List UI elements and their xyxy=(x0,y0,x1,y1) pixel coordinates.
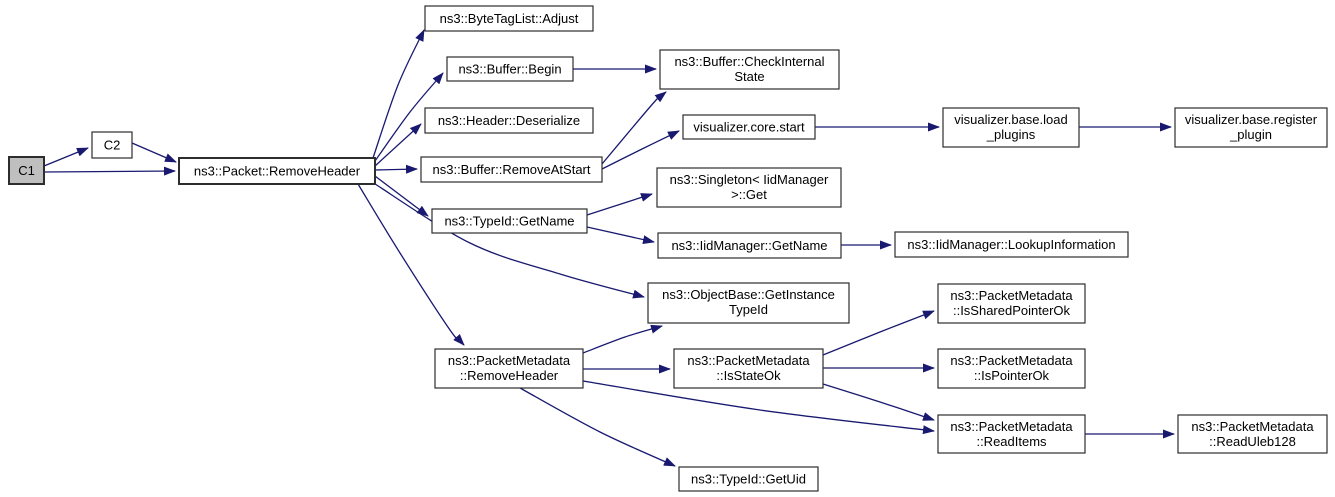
node-label-c2: C2 xyxy=(104,138,121,153)
node-label-issharedpointerok: ns3::PacketMetadata::IsSharedPointerOk xyxy=(950,288,1073,318)
edge-c1-to-c2 xyxy=(43,147,89,167)
node-label-begin: ns3::Buffer::Begin xyxy=(458,62,561,77)
node-label-c1: C1 xyxy=(18,163,35,178)
node-box-deserialize[interactable] xyxy=(424,107,594,134)
edge-rh-to-adjust xyxy=(372,29,425,159)
node-rh[interactable]: ns3::Packet::RemoveHeader xyxy=(178,157,376,185)
edge-isstateok-to-issharedpointerok xyxy=(822,310,935,356)
node-iidgetname[interactable]: ns3::IidManager::GetName xyxy=(657,232,842,259)
node-readuleb128[interactable]: ns3::PacketMetadata::ReadUleb128 xyxy=(1177,414,1328,454)
node-label-readuleb128: ns3::PacketMetadata::ReadUleb128 xyxy=(1191,419,1314,449)
node-box-corestart[interactable] xyxy=(682,114,816,140)
node-box-getinstancetypeid[interactable] xyxy=(647,282,850,324)
edge-c2-to-rh xyxy=(131,142,177,163)
edge-pmremoveheader-to-readitems xyxy=(582,380,935,435)
node-label-getname: ns3::TypeId::GetName xyxy=(444,214,574,229)
edge-rh-to-deserialize xyxy=(374,123,422,167)
node-box-issharedpointerok[interactable] xyxy=(937,283,1086,324)
node-box-adjust[interactable] xyxy=(424,5,594,32)
node-label-iidgetname: ns3::IidManager::GetName xyxy=(671,238,827,253)
node-readitems[interactable]: ns3::PacketMetadata::ReadItems xyxy=(937,414,1086,454)
node-box-checkinternalstate[interactable] xyxy=(659,49,840,90)
node-box-c1 xyxy=(8,156,45,185)
node-loadplugins[interactable]: visualizer.base.load_plugins xyxy=(942,107,1080,148)
node-label-readitems: ns3::PacketMetadata::ReadItems xyxy=(950,419,1073,449)
node-c2[interactable]: C2 xyxy=(91,131,133,159)
node-label-pmremoveheader: ns3::PacketMetadata::RemoveHeader xyxy=(448,353,571,383)
node-box-c2[interactable] xyxy=(91,131,133,159)
node-pmremoveheader[interactable]: ns3::PacketMetadata::RemoveHeader xyxy=(434,348,584,389)
edge-layer xyxy=(43,29,1175,467)
node-box-pmremoveheader[interactable] xyxy=(434,348,584,389)
edge-c1-to-rh xyxy=(43,166,176,176)
edge-rh-to-getname xyxy=(374,175,429,217)
node-box-rh[interactable] xyxy=(178,157,376,185)
node-box-readuleb128[interactable] xyxy=(1177,414,1328,454)
node-box-ispointerok[interactable] xyxy=(937,348,1086,389)
edge-isstateok-to-readitems xyxy=(822,383,935,421)
node-box-singletonget[interactable] xyxy=(656,167,842,208)
node-box-lookupinformation[interactable] xyxy=(894,231,1129,258)
edge-pmremoveheader-to-getinstancetypeid xyxy=(582,324,663,354)
node-deserialize[interactable]: ns3::Header::Deserialize xyxy=(424,107,594,134)
node-box-readitems[interactable] xyxy=(937,414,1086,454)
node-box-iidgetname[interactable] xyxy=(657,232,842,259)
node-label-corestart: visualizer.core.start xyxy=(693,120,805,135)
node-box-getuid[interactable] xyxy=(678,466,819,492)
node-box-removeatstart[interactable] xyxy=(420,156,603,183)
node-label-registerplugin: visualizer.base.register_plugin xyxy=(1185,112,1318,142)
node-box-begin[interactable] xyxy=(446,56,574,82)
node-ispointerok[interactable]: ns3::PacketMetadata::IsPointerOk xyxy=(937,348,1086,389)
node-issharedpointerok[interactable]: ns3::PacketMetadata::IsSharedPointerOk xyxy=(937,283,1086,324)
node-registerplugin[interactable]: visualizer.base.register_plugin xyxy=(1174,107,1328,148)
node-box-loadplugins[interactable] xyxy=(942,107,1080,148)
node-label-loadplugins: visualizer.base.load_plugins xyxy=(954,112,1067,142)
node-removeatstart[interactable]: ns3::Buffer::RemoveAtStart xyxy=(420,156,603,183)
edge-getname-to-iidgetname xyxy=(586,226,655,244)
node-label-ispointerok: ns3::PacketMetadata::IsPointerOk xyxy=(950,353,1073,383)
node-box-isstateok[interactable] xyxy=(673,348,824,389)
node-adjust[interactable]: ns3::ByteTagList::Adjust xyxy=(424,5,594,32)
node-c1: C1 xyxy=(8,156,45,185)
edge-rh-to-removeatstart xyxy=(374,164,418,174)
edge-pmremoveheader-to-getuid xyxy=(519,387,676,467)
edge-rh-to-begin xyxy=(374,72,444,162)
node-label-lookupinformation: ns3::IidManager::LookupInformation xyxy=(907,237,1115,252)
node-label-removeatstart: ns3::Buffer::RemoveAtStart xyxy=(433,162,591,177)
node-label-deserialize: ns3::Header::Deserialize xyxy=(438,113,580,128)
node-singletonget[interactable]: ns3::Singleton< IidManager>::Get xyxy=(656,167,842,208)
node-box-getname[interactable] xyxy=(431,208,588,234)
edge-getname-to-singletonget xyxy=(586,193,653,216)
edge-removeatstart-to-corestart xyxy=(601,130,680,170)
node-label-getuid: ns3::TypeId::GetUid xyxy=(691,472,806,487)
edge-removeatstart-to-checkinternalstate xyxy=(601,91,667,165)
edge-rh-to-getinstancetypeid xyxy=(371,181,645,299)
node-label-rh: ns3::Packet::RemoveHeader xyxy=(194,164,361,179)
node-getname[interactable]: ns3::TypeId::GetName xyxy=(431,208,588,234)
node-corestart[interactable]: visualizer.core.start xyxy=(682,114,816,140)
node-box-registerplugin[interactable] xyxy=(1174,107,1328,148)
node-label-isstateok: ns3::PacketMetadata::IsStateOk xyxy=(687,353,810,383)
node-getuid[interactable]: ns3::TypeId::GetUid xyxy=(678,466,819,492)
node-label-adjust: ns3::ByteTagList::Adjust xyxy=(440,11,579,26)
node-begin[interactable]: ns3::Buffer::Begin xyxy=(446,56,574,82)
node-label-singletonget: ns3::Singleton< IidManager>::Get xyxy=(670,172,829,202)
edge-rh-to-pmremoveheader xyxy=(357,183,465,346)
node-lookupinformation[interactable]: ns3::IidManager::LookupInformation xyxy=(894,231,1129,258)
node-isstateok[interactable]: ns3::PacketMetadata::IsStateOk xyxy=(673,348,824,389)
